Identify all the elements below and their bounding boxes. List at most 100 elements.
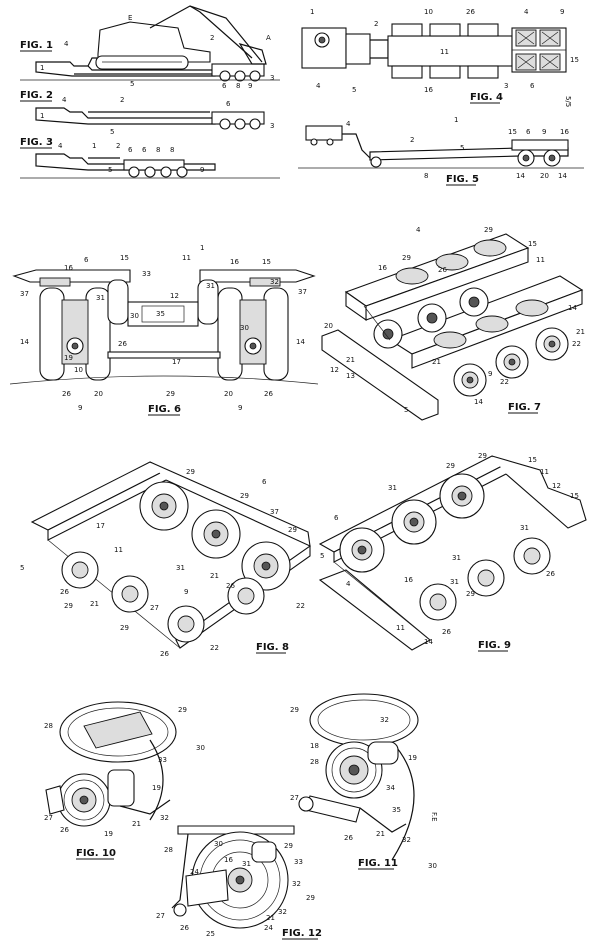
svg-text:11: 11 xyxy=(540,468,549,476)
svg-text:3: 3 xyxy=(504,82,508,90)
svg-text:14: 14 xyxy=(558,172,567,180)
svg-text:31: 31 xyxy=(452,554,461,562)
svg-text:26: 26 xyxy=(160,650,169,658)
svg-text:8: 8 xyxy=(236,82,240,90)
svg-text:9: 9 xyxy=(184,588,188,596)
svg-text:5: 5 xyxy=(320,552,324,560)
svg-text:12: 12 xyxy=(170,292,179,300)
svg-text:33: 33 xyxy=(158,756,167,764)
svg-text:21: 21 xyxy=(210,572,219,580)
fig2-caption: FIG. 2 xyxy=(20,90,53,101)
svg-text:15: 15 xyxy=(570,56,579,64)
svg-text:4: 4 xyxy=(346,120,351,128)
figure-6: 6 15 11 1 16 15 16 37 37 33 31 31 12 35 … xyxy=(9,244,319,416)
svg-text:6: 6 xyxy=(262,478,267,486)
svg-text:9: 9 xyxy=(200,166,204,174)
svg-text:6: 6 xyxy=(334,514,339,522)
svg-text:27: 27 xyxy=(290,794,299,802)
svg-text:9: 9 xyxy=(542,128,546,136)
fig6-caption: FIG. 6 xyxy=(148,404,181,415)
svg-text:16: 16 xyxy=(560,128,569,136)
svg-text:15: 15 xyxy=(120,254,129,262)
svg-text:9: 9 xyxy=(488,370,492,378)
svg-text:29: 29 xyxy=(284,842,293,850)
figure-3: 4 1 2 6 6 8 8 5 9 FIG. 3 xyxy=(20,137,280,179)
svg-text:9: 9 xyxy=(560,8,564,16)
svg-text:31: 31 xyxy=(450,578,459,586)
svg-text:5: 5 xyxy=(130,80,134,88)
svg-text:31: 31 xyxy=(520,524,529,532)
svg-text:29: 29 xyxy=(446,462,455,470)
svg-text:4: 4 xyxy=(524,8,529,16)
svg-text:26: 26 xyxy=(466,8,475,16)
svg-text:5: 5 xyxy=(110,128,114,136)
svg-text:30: 30 xyxy=(130,312,139,320)
svg-text:12: 12 xyxy=(552,482,561,490)
svg-text:2: 2 xyxy=(374,20,378,28)
svg-text:33: 33 xyxy=(294,858,303,866)
svg-text:19: 19 xyxy=(104,830,113,838)
svg-text:21: 21 xyxy=(346,356,355,364)
svg-text:1: 1 xyxy=(40,64,44,72)
svg-text:22: 22 xyxy=(210,644,219,652)
svg-text:26: 26 xyxy=(62,390,71,398)
svg-text:1: 1 xyxy=(200,244,204,252)
svg-text:19: 19 xyxy=(152,784,161,792)
svg-text:30: 30 xyxy=(214,840,223,848)
svg-text:19: 19 xyxy=(408,754,417,762)
sheet-number: 5/5 xyxy=(564,96,572,107)
svg-text:11: 11 xyxy=(182,254,191,262)
svg-text:6: 6 xyxy=(128,146,133,154)
svg-text:18: 18 xyxy=(310,742,319,750)
svg-text:29: 29 xyxy=(240,492,249,500)
svg-text:32: 32 xyxy=(160,814,169,822)
svg-text:27: 27 xyxy=(156,912,165,920)
svg-text:16: 16 xyxy=(64,264,73,272)
svg-text:14: 14 xyxy=(20,338,29,346)
svg-text:11: 11 xyxy=(396,624,405,632)
figure-5: 4 2 1 5 8 15 6 9 16 14 20 14 FIG. 5 xyxy=(298,116,584,186)
figure-10: 29 28 30 33 19 27 26 19 21 32 FIG. 10 xyxy=(44,701,205,860)
svg-text:10: 10 xyxy=(424,8,433,16)
svg-text:30: 30 xyxy=(196,744,205,752)
svg-text:21: 21 xyxy=(266,914,275,922)
svg-text:A: A xyxy=(266,34,271,42)
svg-text:13: 13 xyxy=(346,372,355,380)
svg-text:F.E: F.E xyxy=(430,812,438,822)
svg-text:31: 31 xyxy=(388,484,397,492)
svg-text:5: 5 xyxy=(404,406,408,414)
fig1-label-e: E xyxy=(128,14,132,22)
svg-text:8: 8 xyxy=(424,172,428,180)
svg-text:2: 2 xyxy=(120,96,124,104)
svg-text:4: 4 xyxy=(346,580,351,588)
figure-4: 1 2 10 26 4 9 11 4 5 16 3 6 15 FIG. 4 xyxy=(301,8,579,104)
svg-text:6: 6 xyxy=(84,256,89,264)
svg-text:8: 8 xyxy=(170,146,174,154)
svg-text:29: 29 xyxy=(120,624,129,632)
svg-text:24: 24 xyxy=(190,868,199,876)
svg-text:32: 32 xyxy=(380,716,389,724)
svg-text:14: 14 xyxy=(424,638,433,646)
svg-text:5: 5 xyxy=(20,564,24,572)
svg-text:29: 29 xyxy=(484,226,493,234)
svg-text:28: 28 xyxy=(310,758,319,766)
svg-text:16: 16 xyxy=(404,576,413,584)
svg-text:17: 17 xyxy=(172,358,181,366)
fig5-caption: FIG. 5 xyxy=(446,174,479,185)
svg-text:26: 26 xyxy=(438,266,447,274)
figure-1: E A 4 2 1 5 3 6 8 9 FIG. 1 xyxy=(20,5,280,90)
figure-9: 6 31 29 29 15 11 12 15 5 4 16 31 31 29 3… xyxy=(318,452,587,652)
svg-text:29: 29 xyxy=(186,468,195,476)
svg-text:28: 28 xyxy=(164,846,173,854)
svg-text:14: 14 xyxy=(474,398,483,406)
svg-text:14: 14 xyxy=(296,338,305,346)
figure-2: 4 2 1 5 6 3 FIG. 2 xyxy=(20,90,274,136)
svg-text:2: 2 xyxy=(116,142,120,150)
svg-text:29: 29 xyxy=(402,254,411,262)
svg-text:31: 31 xyxy=(176,564,185,572)
svg-text:24: 24 xyxy=(264,924,273,932)
svg-text:29: 29 xyxy=(290,706,299,714)
svg-text:31: 31 xyxy=(96,294,105,302)
svg-text:34: 34 xyxy=(386,784,395,792)
fig4-caption: FIG. 4 xyxy=(470,92,503,103)
